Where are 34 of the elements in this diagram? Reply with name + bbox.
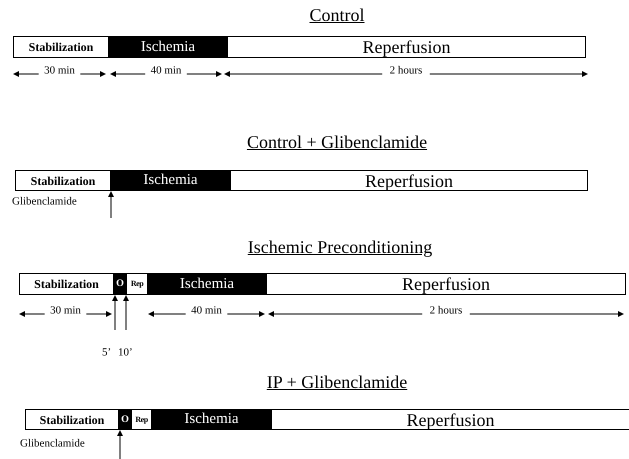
arrow bbox=[112, 295, 118, 330]
dark-phase-segment: O bbox=[113, 273, 127, 295]
phase-segment: Reperfusion bbox=[230, 170, 588, 191]
phase-segment: Reperfusion bbox=[266, 273, 626, 295]
phase-segment: Reperfusion bbox=[227, 36, 586, 58]
section-title: IP + Glibenclamide bbox=[266, 373, 408, 391]
dark-phase-segment: Ischemia bbox=[151, 409, 272, 430]
dark-phase-segment: Ischemia bbox=[147, 273, 267, 295]
duration-label: 30 min bbox=[43, 66, 76, 76]
annotation-text: 10’ bbox=[118, 348, 133, 358]
dark-phase-segment: O bbox=[118, 409, 132, 430]
arrow bbox=[123, 295, 129, 330]
arrow bbox=[117, 430, 123, 459]
phase-segment: Rep bbox=[131, 409, 152, 430]
arrow bbox=[108, 191, 114, 218]
phase-segment: Stabilization bbox=[19, 273, 114, 295]
phase-segment: Stabilization bbox=[13, 36, 109, 58]
phase-segment: Stabilization bbox=[25, 409, 119, 430]
phase-segment: Stabilization bbox=[15, 170, 111, 191]
dark-phase-segment: Ischemia bbox=[110, 170, 231, 191]
duration-label: 40 min bbox=[150, 66, 182, 76]
annotation-text: Glibenclamide bbox=[20, 438, 85, 450]
section-title: Control bbox=[310, 6, 364, 24]
duration-label: 40 min bbox=[190, 306, 223, 316]
section-title: Control + Glibenclamide bbox=[246, 133, 428, 151]
duration-label: 30 min bbox=[49, 306, 82, 316]
annotation-text: Glibenclamide bbox=[12, 196, 77, 208]
dark-phase-segment: Ischemia bbox=[108, 36, 228, 58]
section-title: Ischemic Preconditioning bbox=[248, 238, 432, 256]
duration-label: 2 hours bbox=[428, 306, 464, 316]
phase-segment: Reperfusion bbox=[271, 409, 629, 430]
phase-segment: Rep bbox=[126, 273, 148, 295]
duration-label: 2 hours bbox=[388, 66, 424, 76]
annotation-text: 5’ bbox=[102, 348, 112, 358]
